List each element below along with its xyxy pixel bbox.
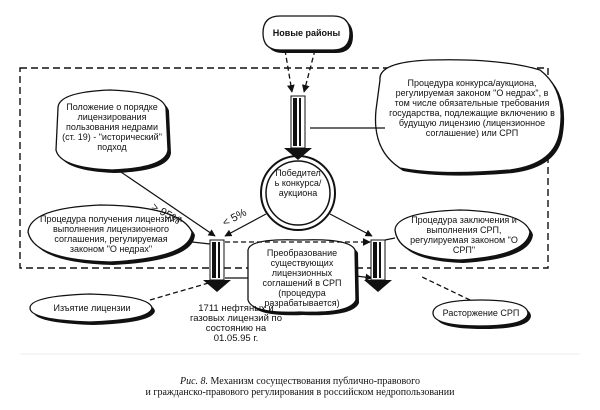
- license-proc-to-arrow: [191, 241, 211, 245]
- winner-label: Победитель конкурса/аукциона: [274, 168, 322, 198]
- historical-label: Положение о порядке лицензирования польз…: [62, 102, 162, 152]
- srp-procedure-box: [394, 209, 531, 261]
- winner-circle-inner: [265, 160, 331, 226]
- license-withdrawal-dashed: [149, 281, 213, 301]
- transformation-box: [247, 239, 357, 313]
- competition-label: Процедура конкурса/аукциона, регулируема…: [389, 78, 555, 138]
- caption-line1: Механизм сосуществования публично-правов…: [210, 376, 420, 387]
- historical-box: [55, 89, 169, 171]
- new-regions-arrow-left: [284, 49, 295, 93]
- license-arrow-head: [203, 280, 231, 292]
- transformation-label: Преобразование существующих лицензионных…: [262, 248, 342, 308]
- main-arrow-head: [284, 148, 312, 160]
- srp-termination-dashed: [419, 275, 471, 301]
- srp-termination-label: Расторжение СРП: [442, 308, 520, 318]
- historical-to-license-arrow: [117, 169, 216, 237]
- license-count-label: 1711 нефтяных и газовых лицензий по сост…: [190, 303, 282, 344]
- transform-to-srp-arrow: [355, 273, 373, 281]
- license-procedure-box: [27, 204, 193, 263]
- srp-arrow-head: [364, 280, 392, 292]
- caption-line2: и гражданско-правового регулирования в р…: [145, 387, 455, 398]
- license-procedure-label: Процедура получения лицензии и выполнени…: [39, 214, 183, 254]
- new-regions-box: [262, 15, 351, 51]
- new-regions-label: Новые районы: [272, 28, 341, 38]
- license-withdrawal-label: Изъятие лицензии: [53, 303, 131, 313]
- srp-termination-box: [432, 299, 529, 327]
- new-regions-arrow-right: [302, 49, 316, 93]
- winner-to-srp-arrow: [329, 213, 373, 237]
- figure-caption: Рис. 8. Механизм сосуществования публичн…: [0, 376, 600, 398]
- license-withdrawal-box: [29, 293, 153, 323]
- competition-box: [374, 59, 562, 174]
- caption-prefix: Рис. 8.: [180, 376, 209, 387]
- winner-to-license-arrow: [224, 213, 267, 237]
- srp-proc-to-arrow: [384, 237, 396, 241]
- srp-procedure-label: Процедура заключения и выполнения СРП, р…: [410, 215, 518, 255]
